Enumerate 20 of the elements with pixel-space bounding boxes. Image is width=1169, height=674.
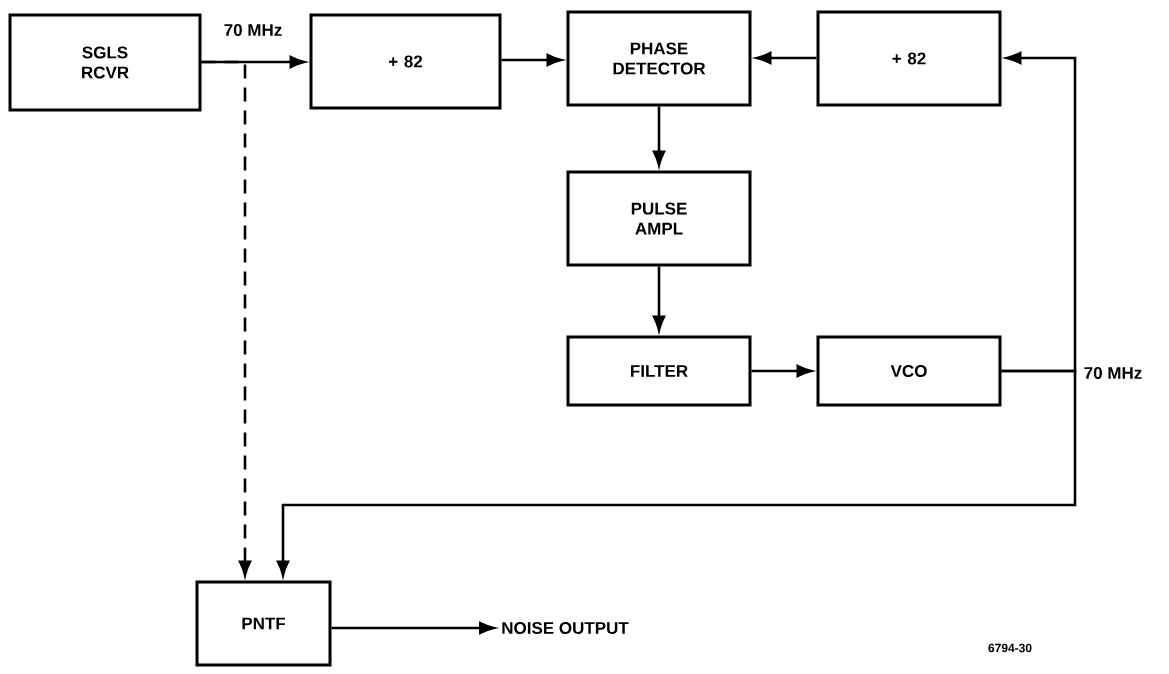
arrow xyxy=(652,266,666,332)
arrow xyxy=(501,53,563,67)
block-box: PULSE AMPL xyxy=(566,170,752,267)
arrow xyxy=(755,51,817,65)
arrow xyxy=(1001,51,1077,373)
block-box: + 82 xyxy=(309,13,502,110)
edge-label: 70 MHz xyxy=(222,23,284,37)
arrow xyxy=(652,106,666,167)
block-box: + 82 xyxy=(816,10,1002,107)
edge-label: 70 MHz xyxy=(1082,366,1144,380)
arrow xyxy=(201,60,252,577)
block-box: SGLS RCVR xyxy=(8,13,202,112)
block-box: PHASE DETECTOR xyxy=(566,10,752,107)
figure-number: 6794-30 xyxy=(988,643,1032,653)
arrow xyxy=(751,364,813,378)
output-label: NOISE OUTPUT xyxy=(502,621,629,634)
block-box: VCO xyxy=(816,335,1002,407)
block-box: PNTF xyxy=(195,580,332,667)
arrow xyxy=(276,369,1077,577)
block-box: FILTER xyxy=(566,335,752,407)
